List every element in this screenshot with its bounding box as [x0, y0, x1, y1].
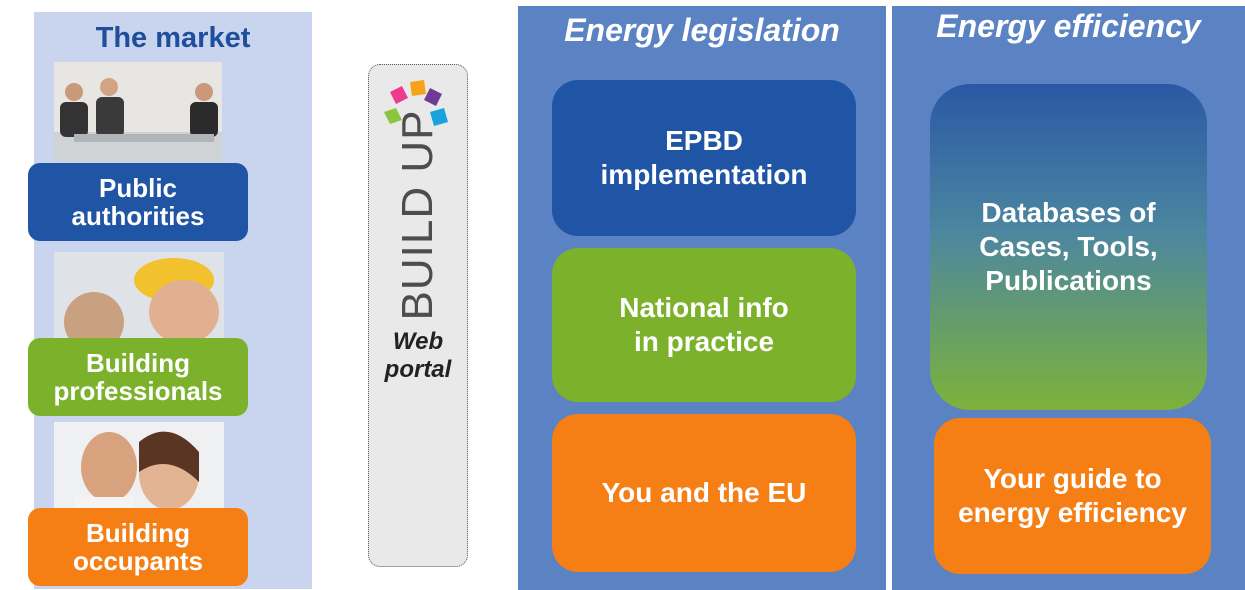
- web-portal-box: [368, 64, 468, 567]
- energy-legislation-title: Energy legislation: [564, 12, 840, 48]
- you-and-the-eu-tile[interactable]: You and the EU: [552, 414, 856, 572]
- databases-line2: Cases, Tools,: [979, 231, 1158, 262]
- guide-line1: Your guide to: [983, 463, 1162, 494]
- building-professionals-line1: Building: [86, 348, 190, 378]
- build-up-logo-text: BUILD UP: [393, 109, 442, 321]
- databases-tile[interactable]: Databases of Cases, Tools, Publications: [930, 84, 1207, 410]
- guide-tile[interactable]: Your guide to energy efficiency: [934, 418, 1211, 574]
- epbd-line1: EPBD: [665, 125, 743, 156]
- epbd-line2: implementation: [600, 159, 808, 190]
- public-authorities-line2: authorities: [71, 201, 205, 231]
- epbd-implementation-tile[interactable]: EPBD implementation: [552, 80, 856, 236]
- guide-line2: energy efficiency: [958, 497, 1187, 528]
- workers-photo: [54, 252, 224, 342]
- web-portal-text: Web portal: [368, 328, 468, 384]
- couple-photo: [54, 422, 224, 514]
- databases-line1: Databases of: [981, 197, 1156, 228]
- public-authorities-line1: Public: [98, 173, 177, 203]
- web-portal-line2: portal: [384, 356, 452, 383]
- national-info-line2: in practice: [633, 326, 775, 357]
- market-title: The market: [95, 22, 251, 54]
- building-professionals-line2: professionals: [53, 376, 223, 406]
- databases-line3: Publications: [985, 265, 1152, 296]
- you-and-the-eu-label: You and the EU: [601, 477, 807, 508]
- meeting-photo: [54, 62, 222, 162]
- building-professionals-label: Building professionals: [28, 338, 248, 416]
- building-occupants-label: Building occupants: [28, 508, 248, 586]
- national-info-tile[interactable]: National info in practice: [552, 248, 856, 402]
- energy-efficiency-title: Energy efficiency: [936, 8, 1201, 44]
- building-occupants-line2: occupants: [72, 546, 204, 576]
- public-authorities-label: Public authorities: [28, 163, 248, 241]
- national-info-line1: National info: [619, 292, 789, 323]
- build-up-logo-icon: [380, 78, 460, 138]
- web-portal-line1: Web: [392, 328, 444, 355]
- building-occupants-line1: Building: [86, 518, 190, 548]
